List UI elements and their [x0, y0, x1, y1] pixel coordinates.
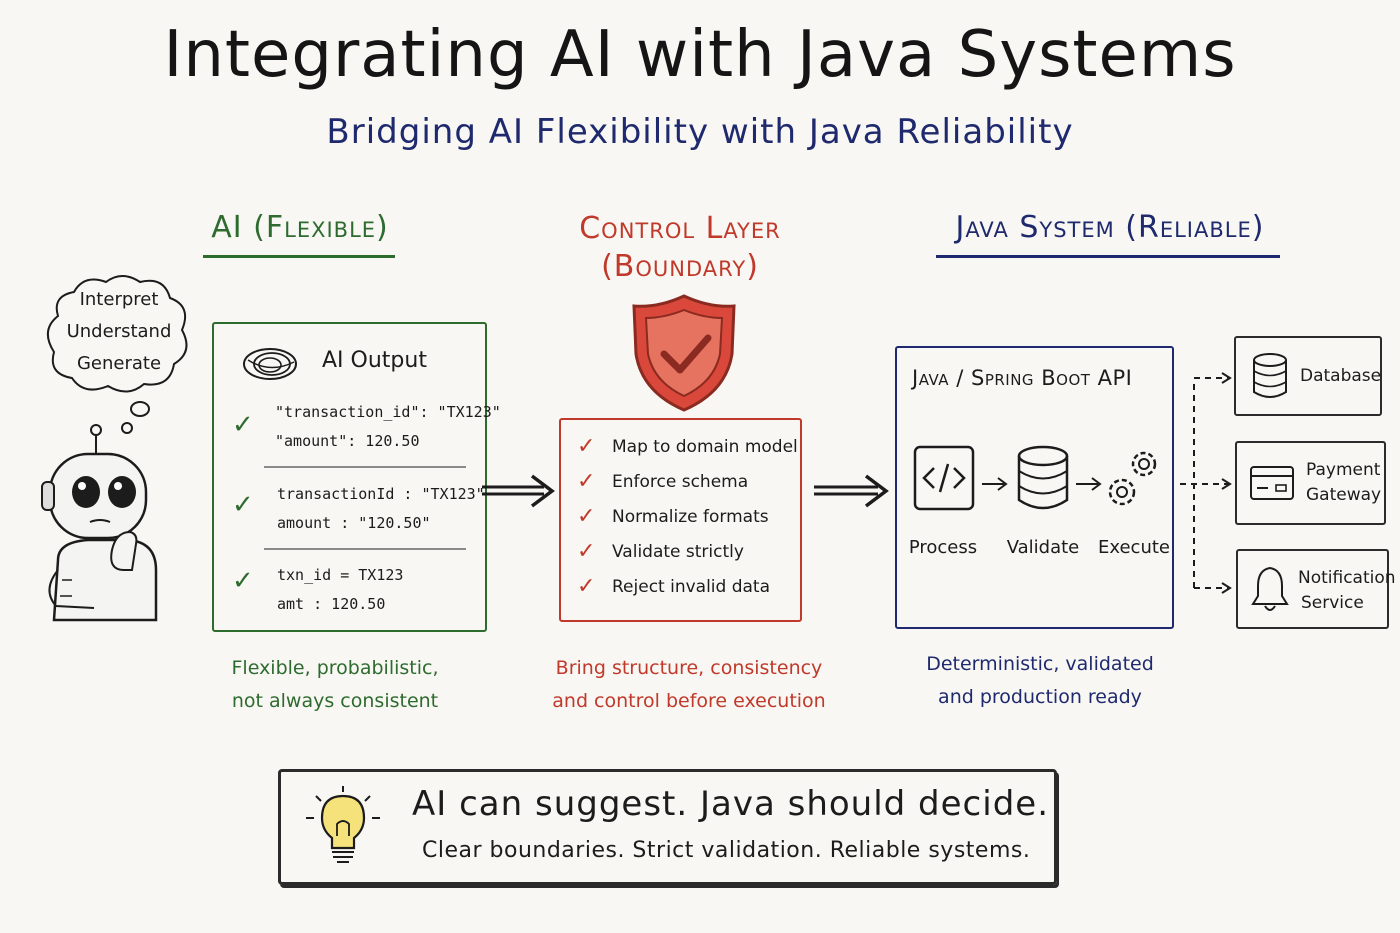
control-heading-line2: (Boundary) — [601, 249, 759, 284]
database-icon — [1017, 445, 1069, 510]
gears-icon — [1108, 451, 1157, 506]
java-caption: Deterministic, validated and production … — [900, 648, 1180, 714]
arrow-right-icon — [982, 477, 1008, 491]
java-box-title: Java / Spring Boot API — [912, 366, 1133, 390]
database-icon — [1253, 353, 1287, 398]
ai-column-heading: AI (Flexible) — [211, 210, 389, 245]
summary-box — [278, 769, 1057, 885]
notification-service-box — [1236, 549, 1389, 629]
control-caption: Bring structure, consistency and control… — [530, 652, 848, 718]
arrow-right-icon — [482, 474, 555, 508]
json-line: txn_id = TX123 — [277, 566, 404, 584]
thought-bubble-icon — [47, 275, 188, 393]
thought-bubble-text: Interpret Understand Generate — [44, 284, 194, 380]
check-icon: ✓ — [577, 574, 596, 599]
json-line: "transaction_id": "TX123" — [275, 403, 501, 421]
caption-line: Bring structure, consistency — [555, 657, 823, 679]
json-line: amount : "120.50" — [277, 514, 431, 532]
target-label: Notification Service — [1298, 566, 1396, 616]
java-column-heading: Java System (Reliable) — [955, 210, 1265, 245]
json-line: "amount": 120.50 — [275, 432, 420, 450]
control-column-heading: Control Layer (Boundary) — [540, 210, 820, 286]
caption-line: and production ready — [938, 686, 1142, 708]
target-label: Database — [1300, 366, 1382, 386]
scribble-icon — [243, 348, 297, 380]
arrow-right-icon — [814, 474, 889, 508]
target-label: Payment Gateway — [1306, 458, 1381, 508]
credit-card-icon — [1250, 466, 1294, 500]
check-icon: ✓ — [232, 490, 254, 520]
bell-icon — [1251, 566, 1289, 611]
check-icon: ✓ — [577, 504, 596, 529]
step-validate: Validate — [1006, 537, 1080, 558]
divider — [264, 548, 466, 550]
thought-line: Interpret — [79, 289, 159, 310]
java-system-box — [895, 346, 1174, 629]
control-item: Normalize formats — [612, 507, 769, 527]
java-heading-underline — [936, 255, 1280, 258]
target-label-line: Notification — [1298, 568, 1396, 588]
caption-line: Deterministic, validated — [926, 653, 1154, 675]
arrow-right-icon — [1076, 477, 1102, 491]
payment-gateway-box — [1235, 441, 1386, 525]
target-label-line: Gateway — [1306, 485, 1382, 505]
ai-output-box — [212, 322, 487, 632]
check-icon: ✓ — [577, 539, 596, 564]
robot-icon — [41, 424, 158, 622]
ai-caption: Flexible, probabilistic, not always cons… — [200, 652, 470, 718]
check-icon: ✓ — [577, 469, 596, 494]
control-item: Reject invalid data — [612, 577, 771, 597]
target-label-line: Service — [1301, 593, 1364, 613]
json-line: transactionId : "TX123" — [277, 485, 485, 503]
step-process: Process — [908, 537, 978, 558]
lightbulb-icon — [306, 786, 380, 863]
ai-heading-underline — [203, 255, 395, 258]
caption-line: Flexible, probabilistic, — [231, 657, 439, 679]
step-execute: Execute — [1098, 537, 1170, 558]
page-title: Integrating AI with Java Systems — [163, 18, 1237, 92]
control-item: Map to domain model — [612, 437, 798, 457]
divider — [264, 466, 466, 468]
control-heading-line1: Control Layer — [579, 211, 781, 246]
shield-check-icon — [632, 294, 736, 412]
caption-line: and control before execution — [552, 690, 826, 712]
summary-headline: AI can suggest. Java should decide. — [412, 784, 1050, 824]
check-icon: ✓ — [232, 410, 254, 440]
json-line: amt : 120.50 — [277, 595, 386, 613]
dashed-connectors-icon — [1180, 372, 1232, 594]
thought-line: Understand — [66, 321, 172, 342]
control-layer-box — [559, 418, 802, 622]
control-item: Validate strictly — [612, 542, 744, 562]
check-icon: ✓ — [232, 566, 254, 596]
thought-dots-icon — [121, 401, 150, 434]
thought-line: Generate — [76, 353, 162, 374]
code-icon — [913, 445, 975, 511]
database-box — [1234, 336, 1382, 416]
target-label-line: Payment — [1306, 460, 1381, 480]
check-icon: ✓ — [577, 434, 596, 459]
page-subtitle: Bridging AI Flexibility with Java Reliab… — [326, 112, 1074, 152]
summary-subline: Clear boundaries. Strict validation. Rel… — [422, 838, 1031, 863]
caption-line: not always consistent — [231, 690, 439, 712]
control-item: Enforce schema — [612, 472, 749, 492]
ai-output-title: AI Output — [322, 348, 427, 373]
